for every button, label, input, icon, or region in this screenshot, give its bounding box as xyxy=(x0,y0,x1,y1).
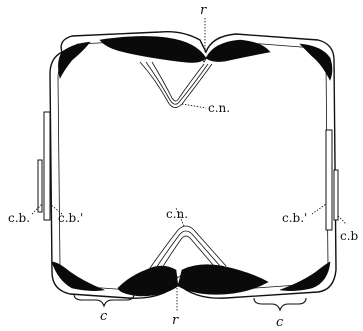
left-connecting-band xyxy=(38,112,50,220)
brace-right xyxy=(254,298,306,310)
raphe-label-bottom: r xyxy=(172,313,179,328)
cb-leader-right xyxy=(338,216,346,224)
girdle-label-right: c xyxy=(276,315,284,330)
lower-central-nodule xyxy=(150,226,226,268)
lower-girdle-band xyxy=(52,262,330,296)
connecting-band-label-right: c.b xyxy=(340,229,359,243)
cn-leader-top xyxy=(182,104,206,108)
right-connecting-band xyxy=(326,130,338,230)
upper-central-nodule xyxy=(140,62,212,108)
connecting-band-label-left: c.b. xyxy=(8,211,30,225)
central-nodule-label-top: c.n. xyxy=(208,101,230,115)
raphe-label-top: r xyxy=(200,3,207,18)
connecting-band-prime-label-right: c.b.' xyxy=(282,211,307,225)
girdle-label-left: c xyxy=(100,309,108,324)
cb-prime-leader-right xyxy=(312,204,326,214)
central-nodule-label-bottom: c.n. xyxy=(166,207,188,221)
cell-wall xyxy=(50,32,336,299)
connecting-band-prime-label-left: c.b.' xyxy=(58,211,83,225)
